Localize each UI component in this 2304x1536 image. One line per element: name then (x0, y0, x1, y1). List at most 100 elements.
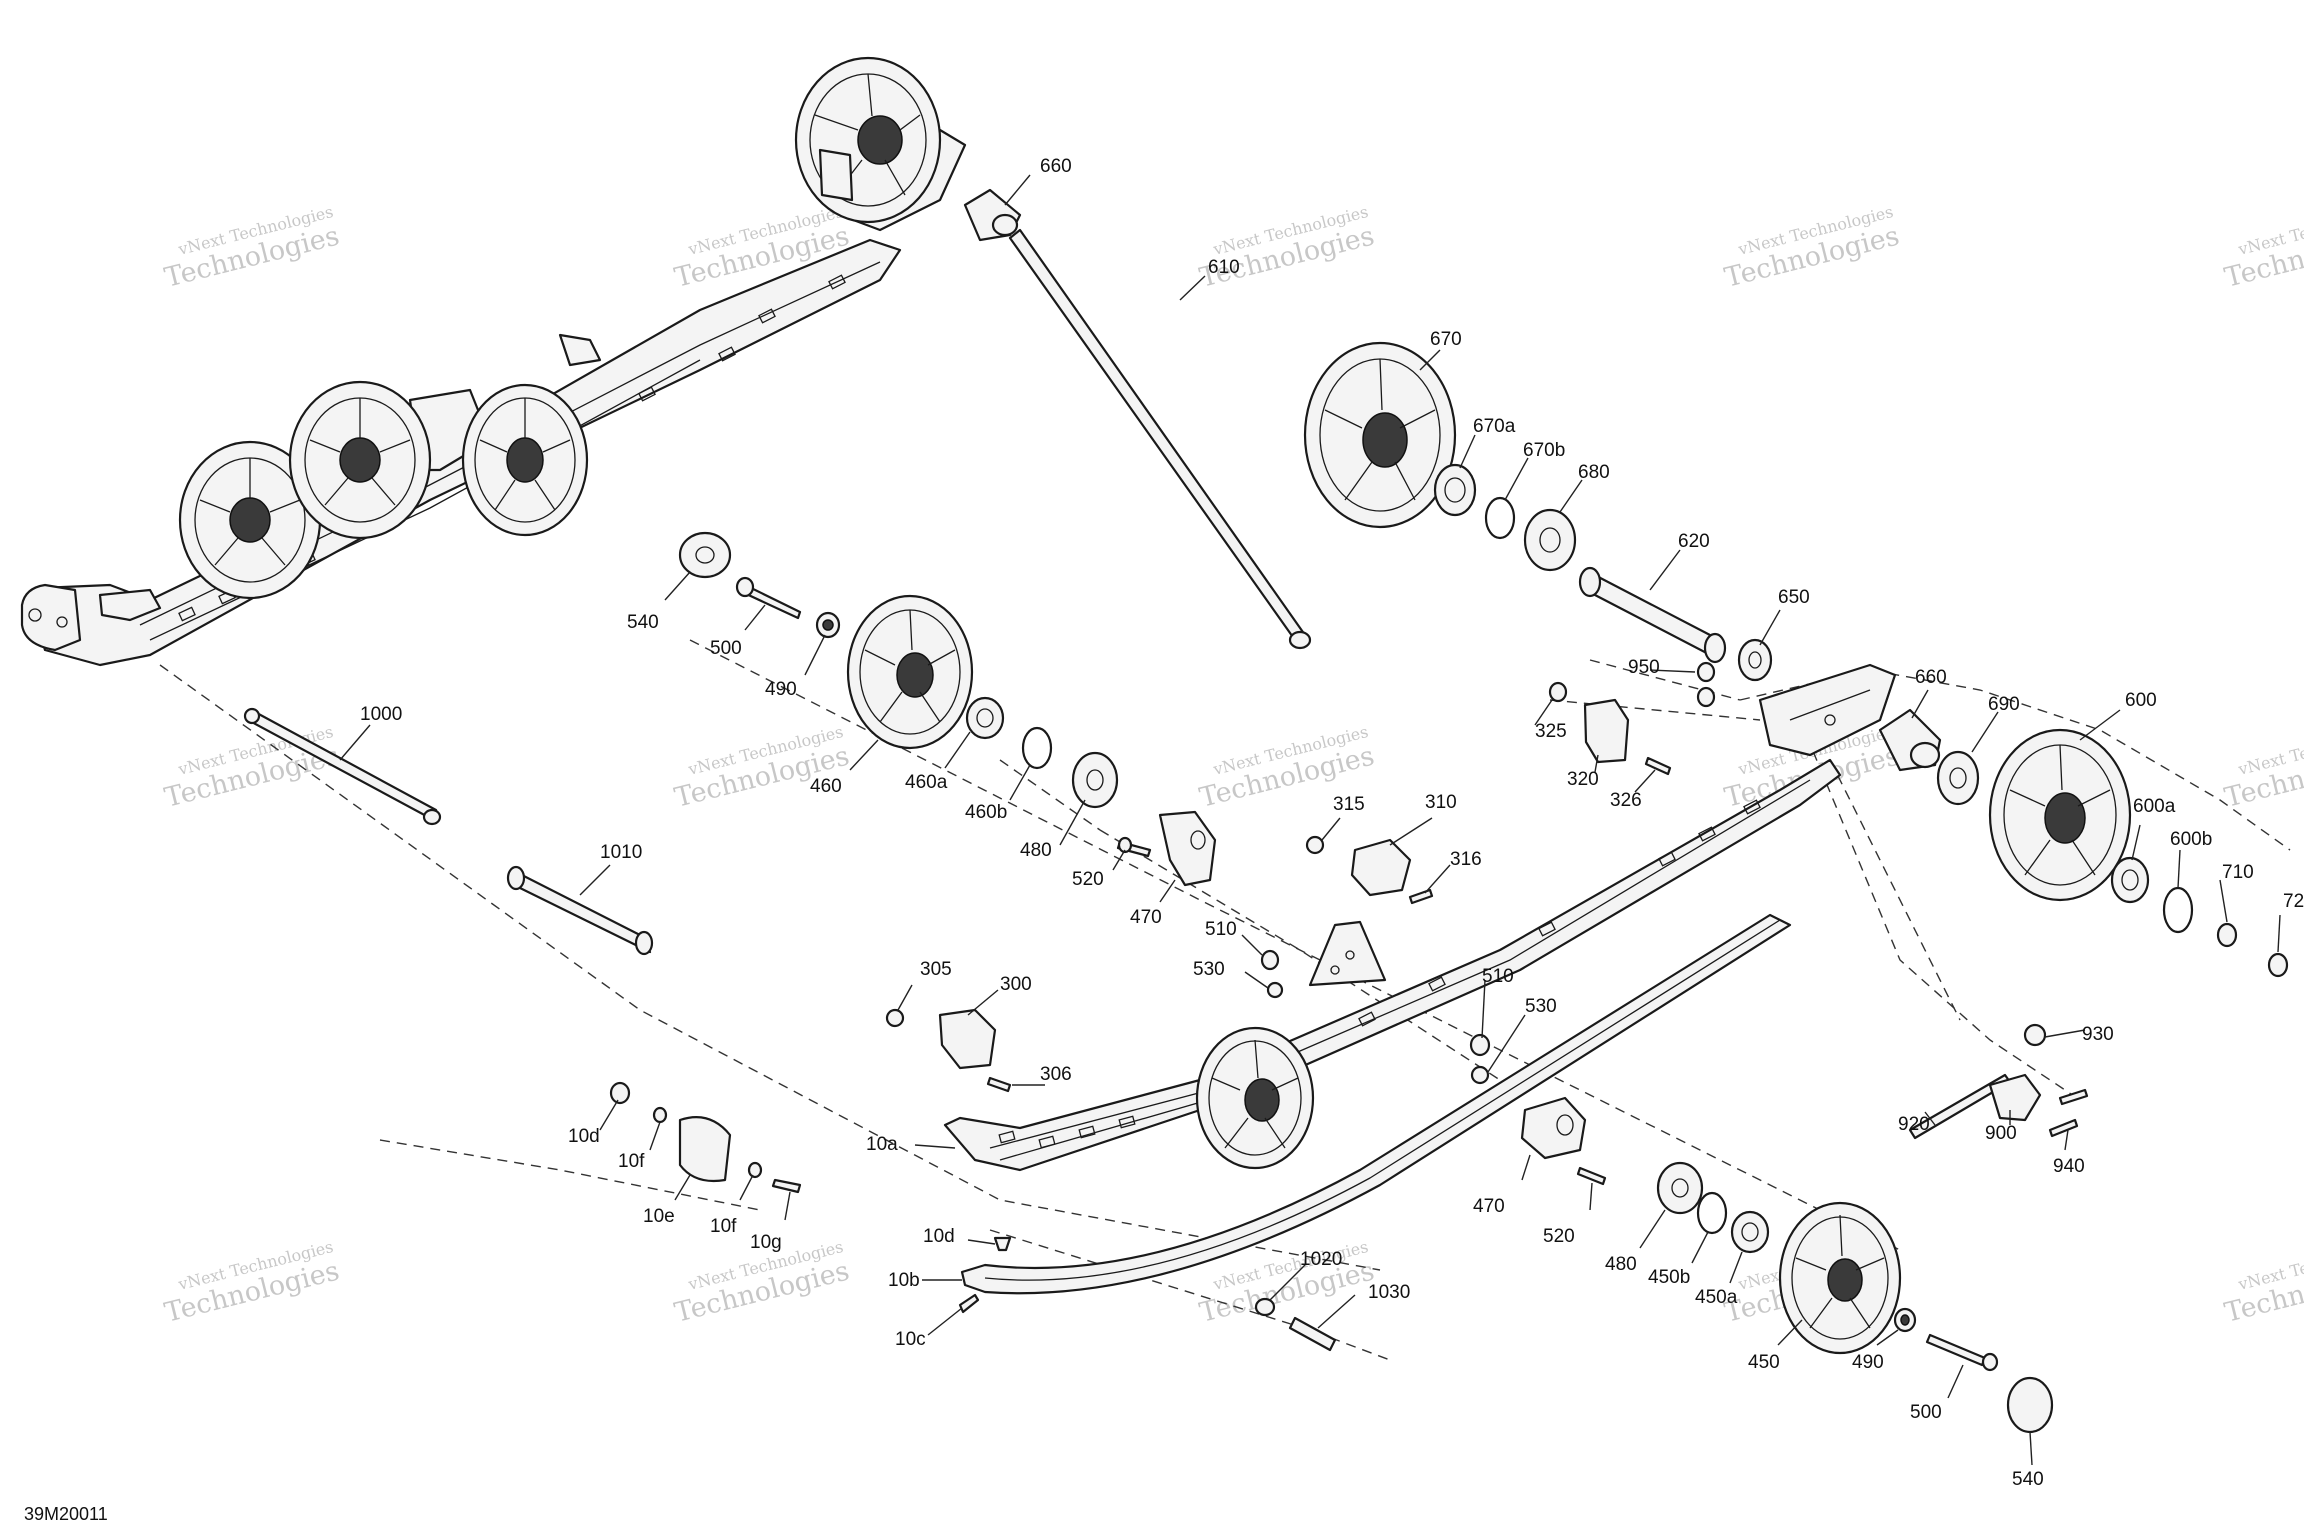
washer-690 (1936, 750, 1980, 806)
callout-10d: 10d (568, 1126, 600, 1147)
washer-680 (1523, 508, 1577, 572)
callout-1000: 1000 (360, 704, 402, 725)
bolt-940 (2048, 1088, 2089, 1138)
callout-10d-b: 10d (923, 1226, 955, 1247)
block-310 (1350, 838, 1412, 897)
callout-900: 900 (1985, 1123, 2017, 1144)
callout-460b: 460b (965, 802, 1007, 823)
callout-460a: 460a (905, 772, 948, 793)
nut-490 (815, 611, 841, 639)
callout-480: 480 (1020, 840, 1052, 861)
callout-450b: 450b (1648, 1267, 1690, 1288)
rail-end-cap (20, 583, 82, 652)
callout-670a: 670a (1473, 416, 1516, 437)
washer-540 (678, 531, 732, 579)
screw-326 (1644, 756, 1672, 776)
bolt-520-lower (1576, 1166, 1607, 1186)
nut-950 (1696, 661, 1716, 708)
callout-470: 470 (1130, 907, 1162, 928)
callout-320: 320 (1567, 769, 1599, 790)
callout-10f-b: 10f (710, 1216, 737, 1237)
callout-10g: 10g (750, 1232, 782, 1253)
leader-lines (339, 174, 2281, 1466)
bolt-500-lower (1925, 1333, 1999, 1372)
washer-315 (1305, 835, 1325, 855)
washer-480-lower (1656, 1161, 1704, 1215)
nut-490-lower (1893, 1307, 1917, 1333)
callout-600a: 600a (2133, 796, 2176, 817)
bolt-500 (735, 576, 802, 620)
snap-ring-600b (2162, 886, 2194, 934)
washer-480 (1071, 751, 1119, 809)
callout-10c: 10c (895, 1329, 926, 1350)
tube-1010 (506, 865, 654, 956)
callout-1020: 1020 (1300, 1249, 1342, 1270)
washer-530 (1266, 981, 1490, 1085)
rivet-10d (993, 1236, 1012, 1252)
rivet-10c (958, 1293, 980, 1314)
callout-670: 670 (1430, 329, 1462, 350)
bearing-450a (1730, 1210, 1770, 1254)
watermark: vNext Technologies Technologies (672, 722, 853, 814)
cap-540-lower (2006, 1376, 2054, 1434)
callout-325: 325 (1535, 721, 1567, 742)
wheel-460 (846, 594, 974, 750)
snap-ring-450b (1696, 1191, 1728, 1235)
callout-530: 530 (1193, 959, 1225, 980)
callout-500: 500 (710, 638, 742, 659)
nut-720 (2267, 952, 2289, 978)
callout-540: 540 (627, 612, 659, 633)
left-rail-assembly (20, 56, 967, 667)
callout-315: 315 (1333, 794, 1365, 815)
callout-480b: 480 (1605, 1254, 1637, 1275)
watermark: vNext Technologies Technologies (162, 202, 343, 294)
bearing-460a (965, 696, 1005, 740)
callout-510b: 510 (1482, 966, 1514, 987)
bracket-470 (1158, 810, 1217, 887)
callout-930: 930 (2082, 1024, 2114, 1045)
rail-wheel (288, 380, 432, 540)
wheel-670 (1303, 341, 1457, 529)
nut-930 (2023, 1023, 2047, 1047)
shaft-1000 (243, 707, 442, 826)
callout-306: 306 (1040, 1064, 1072, 1085)
callout-labels: 660 610 670 670a 670b 680 620 650 540 50… (360, 156, 2304, 1490)
callout-316: 316 (1450, 849, 1482, 870)
callout-720: 72 (2283, 891, 2304, 912)
bearing-600a (2110, 856, 2150, 904)
callout-660b: 660 (1915, 667, 1947, 688)
bracket-900 (1988, 1073, 2042, 1122)
washer-710 (2216, 922, 2238, 948)
spacer-620 (1578, 566, 1727, 664)
washer-325 (1548, 681, 1568, 703)
callout-520: 520 (1072, 869, 1104, 890)
watermark: vNext Technologies Technologies (2222, 722, 2304, 814)
slide-10b (960, 913, 1792, 1295)
bolt-10g (771, 1178, 802, 1194)
washer-1020 (1254, 1297, 1276, 1317)
callout-510: 510 (1205, 919, 1237, 940)
right-rail (943, 758, 1842, 1172)
washer-650 (1737, 638, 1773, 682)
axle-cap-660 (963, 188, 1022, 242)
callout-600: 600 (2125, 690, 2157, 711)
reference-code: 39M20011 (24, 1504, 108, 1524)
block-300 (938, 1008, 997, 1070)
rear-idler-wheel (794, 56, 942, 224)
bolt-1030 (1288, 1316, 1337, 1352)
callout-690: 690 (1988, 694, 2020, 715)
rail-slots (998, 799, 1761, 1149)
callout-305: 305 (920, 959, 952, 980)
watermark: vNext Technologies Technologies (1197, 202, 1378, 294)
callout-620: 620 (1678, 531, 1710, 552)
callout-650: 650 (1778, 587, 1810, 608)
callout-310: 310 (1425, 792, 1457, 813)
rail-rear-plate (1758, 663, 1897, 757)
screw-316 (1408, 888, 1434, 905)
axle-cap-660-right (1878, 708, 1942, 772)
callout-680: 680 (1578, 462, 1610, 483)
callout-10b: 10b (888, 1270, 920, 1291)
rail-wheel (461, 383, 589, 537)
watermark: vNext Technologies Technologies (1722, 202, 1903, 294)
watermark: vNext Technologies Technologies (2222, 1237, 2304, 1329)
